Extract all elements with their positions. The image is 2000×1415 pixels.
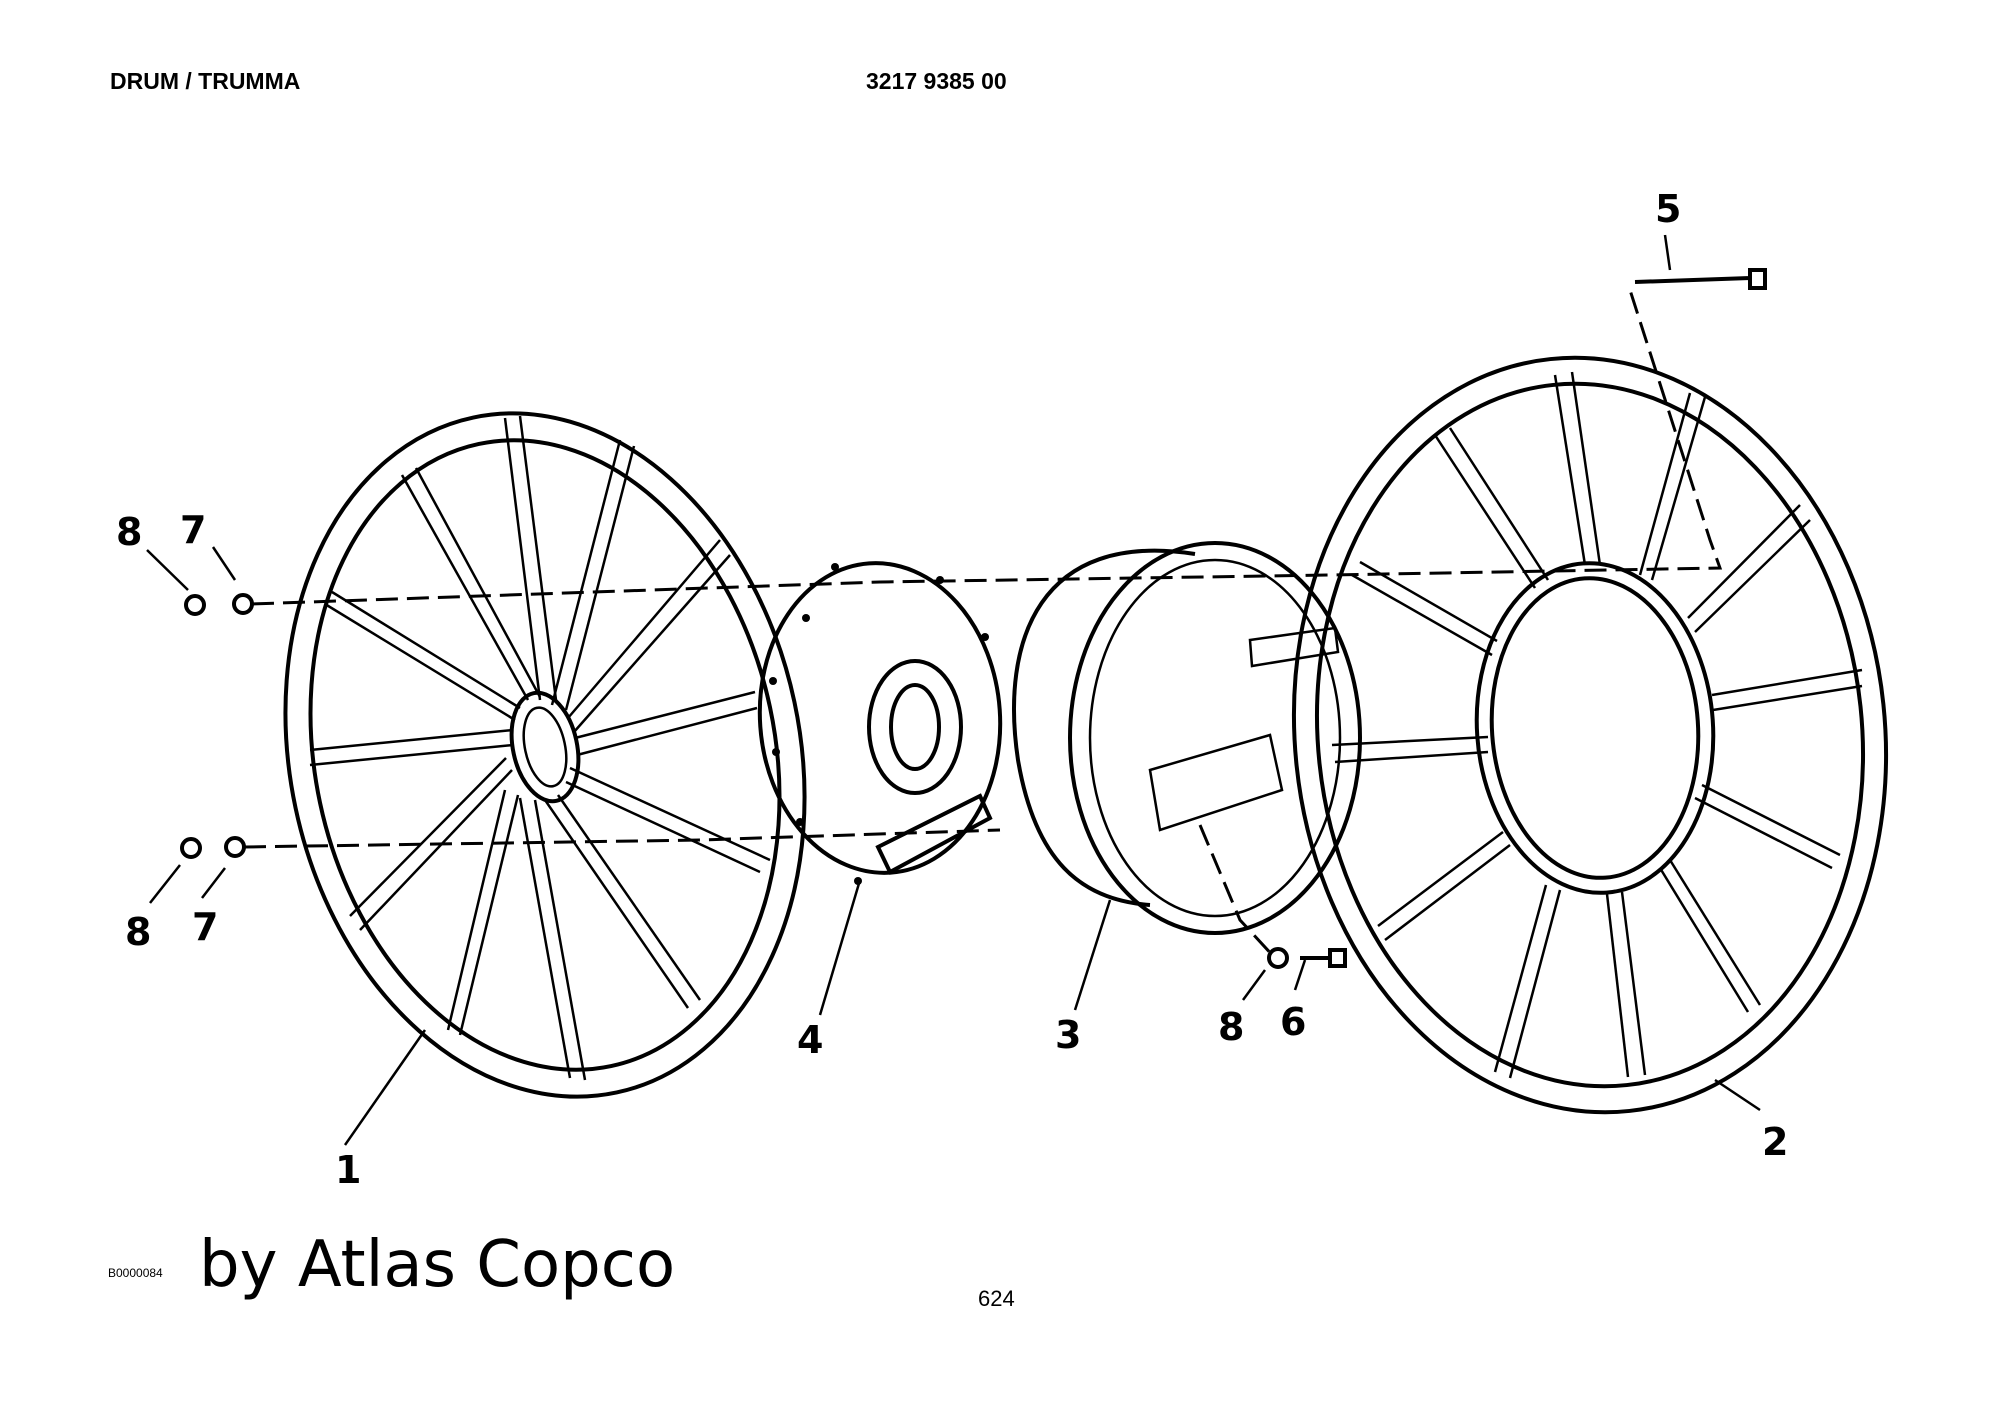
callout-7-upper: 7 xyxy=(180,508,206,552)
hub-plate xyxy=(757,561,1003,885)
nut-8-upper xyxy=(184,594,206,616)
page-title: DRUM / TRUMMA xyxy=(110,68,301,94)
washer-7-lower xyxy=(224,836,246,858)
left-flange xyxy=(283,411,807,1099)
callout-7-lower: 7 xyxy=(192,905,218,949)
callout-5: 5 xyxy=(1655,187,1681,231)
drum-shell xyxy=(1012,541,1362,935)
fasteners xyxy=(180,268,1767,969)
drawing-code: B0000084 xyxy=(108,1266,163,1280)
callout-8-upper: 8 xyxy=(116,510,142,554)
right-flange xyxy=(1291,355,1889,1115)
callout-4: 4 xyxy=(797,1018,823,1062)
callout-8-lower: 8 xyxy=(125,910,151,954)
callouts: 1 2 3 4 5 6 7 7 8 8 8 xyxy=(116,187,1788,1192)
callout-8-right: 8 xyxy=(1218,1005,1244,1049)
part-number: 3217 9385 00 xyxy=(866,68,1007,94)
bolt-5 xyxy=(1634,268,1767,290)
washer-7-upper xyxy=(232,593,254,615)
right-flange-spokes xyxy=(1331,371,1863,1079)
assembly-lines xyxy=(243,289,1723,960)
nut-8-lower xyxy=(180,837,202,859)
callout-2: 2 xyxy=(1762,1120,1788,1164)
page-number: 624 xyxy=(978,1286,1015,1311)
bolt-6 xyxy=(1300,948,1347,968)
callout-3: 3 xyxy=(1055,1013,1081,1057)
callout-1: 1 xyxy=(335,1148,361,1192)
brand-text: by Atlas Copco xyxy=(199,1228,676,1302)
callout-6: 6 xyxy=(1280,1000,1306,1044)
nut-8-right xyxy=(1267,947,1289,969)
left-flange-spokes xyxy=(309,415,771,1081)
